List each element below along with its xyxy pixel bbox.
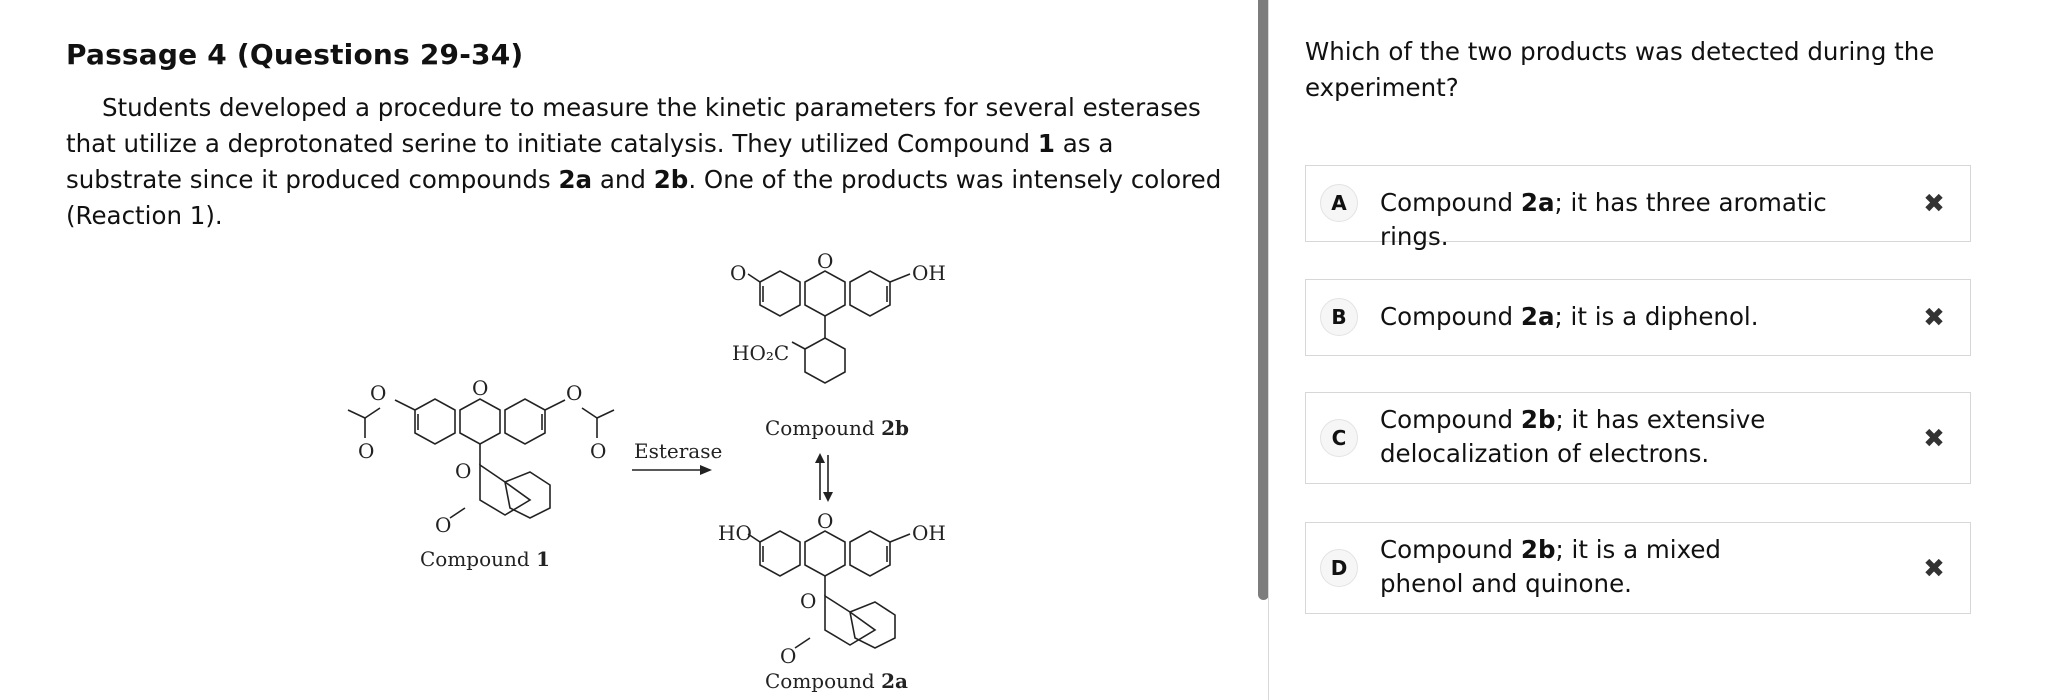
equilibrium-arrows	[815, 453, 833, 502]
option-b-compound: 2a	[1520, 302, 1555, 331]
option-a-suffix: ; it has three aromatic rings.	[1380, 188, 1827, 251]
compound-2a-label: Compound 2a	[765, 669, 908, 693]
option-text-c: Compound 2b; it has extensive delocaliza…	[1380, 403, 1800, 471]
c1-o-ring: O	[472, 376, 488, 400]
passage-pane: Passage 4 (Questions 29-34) Students dev…	[66, 38, 1226, 693]
option-a-compound: 2a	[1520, 188, 1555, 217]
option-text-b: Compound 2a; it is a diphenol.	[1380, 300, 1900, 334]
pane-divider-line	[1268, 0, 1269, 700]
c2b-oh: OH	[912, 261, 946, 285]
c1-o-lactone-carbonyl: O	[435, 513, 451, 537]
strikethrough-x-icon[interactable]: ✖	[1923, 424, 1945, 454]
passage-seg-0: Students developed a procedure to measur…	[66, 93, 1201, 158]
option-a-prefix: Compound	[1380, 188, 1521, 217]
option-letter-d: D	[1320, 549, 1358, 587]
compound-1-number: 1	[536, 547, 550, 571]
compound-2b-structure: O O OH HO₂C	[730, 250, 946, 384]
compound-2a-number: 2a	[881, 669, 908, 693]
c1-o-left-carbonyl: O	[358, 439, 374, 463]
c2b-o-carbonyl: O	[730, 261, 746, 285]
c2a-oh: OH	[912, 521, 946, 545]
option-letter-b: B	[1320, 298, 1358, 336]
strikethrough-x-icon[interactable]: ✖	[1923, 303, 1945, 333]
question-stem: Which of the two products was detected d…	[1305, 37, 1935, 102]
passage-seg-5: 2b	[653, 165, 689, 194]
option-letter-a: A	[1320, 184, 1358, 222]
option-d-prefix: Compound	[1380, 535, 1521, 564]
reaction-1-figure: O O O O O O O Compound 1 Esterase O O	[347, 250, 946, 693]
compound-1-label-text: Compound	[420, 547, 536, 571]
question-pane: Which of the two products was detected d…	[1269, 0, 2062, 700]
esterase-label: Esterase	[634, 439, 722, 463]
c2b-o-ring: O	[817, 250, 833, 273]
c2a-ho: HO	[718, 521, 752, 545]
strikethrough-x-icon[interactable]: ✖	[1923, 554, 1945, 584]
reaction-arrowhead	[700, 465, 712, 475]
option-text-a: Compound 2a; it has three aromatic rings…	[1380, 186, 1900, 254]
c2b-ho2c: HO₂C	[732, 341, 789, 365]
passage-seg-3: 2a	[558, 165, 593, 194]
c2a-o-carbonyl: O	[780, 644, 796, 668]
answer-option-c[interactable]: C Compound 2b; it has extensive delocali…	[1305, 392, 1971, 484]
compound-2b-label-text: Compound	[765, 416, 881, 440]
passage-seg-2: as a substrate since it produced compoun…	[66, 129, 1114, 194]
answer-option-d[interactable]: D Compound 2b; it is a mixed phenol and …	[1305, 522, 1971, 614]
option-c-prefix: Compound	[1380, 405, 1521, 434]
c1-o-right-carbonyl: O	[590, 439, 606, 463]
option-c-compound: 2b	[1520, 405, 1556, 434]
option-d-compound: 2b	[1520, 535, 1556, 564]
passage-seg-6: . One of the products was intensely colo…	[66, 165, 1222, 230]
answer-option-a[interactable]: A Compound 2a; it has three aromatic rin…	[1305, 165, 1971, 251]
option-letter-c: C	[1320, 419, 1358, 457]
passage-seg-4: and	[592, 165, 654, 194]
option-b-suffix: ; it is a diphenol.	[1554, 302, 1759, 331]
answer-option-b[interactable]: B Compound 2a; it is a diphenol. ✖	[1305, 279, 1971, 356]
option-b-prefix: Compound	[1380, 302, 1521, 331]
option-d-suffix: ; it is a mixed phenol and quinone.	[1380, 535, 1721, 598]
c2a-o-ring: O	[817, 509, 833, 533]
compound-2a-label-text: Compound	[765, 669, 881, 693]
c1-o-right: O	[566, 381, 582, 405]
option-text-d: Compound 2b; it is a mixed phenol and qu…	[1380, 533, 1800, 601]
strikethrough-x-icon[interactable]: ✖	[1923, 189, 1945, 219]
compound-1-structure: O O O O O O O	[347, 376, 615, 537]
c1-o-lactone: O	[455, 459, 471, 483]
compound-1-label: Compound 1	[420, 547, 550, 571]
passage-seg-1: 1	[1037, 129, 1055, 158]
compound-2b-number: 2b	[881, 416, 909, 440]
pane-resize-handle[interactable]	[1258, 0, 1269, 600]
passage-text: Students developed a procedure to measur…	[66, 90, 1226, 234]
passage-title: Passage 4 (Questions 29-34)	[66, 38, 524, 71]
c2a-o-lactone: O	[800, 589, 816, 613]
compound-2a-structure: HO O OH O O	[718, 509, 946, 668]
option-c-suffix: ; it has extensive delocalization of ele…	[1380, 405, 1766, 468]
compound-2b-label: Compound 2b	[765, 416, 909, 440]
c1-o-left: O	[370, 381, 386, 405]
